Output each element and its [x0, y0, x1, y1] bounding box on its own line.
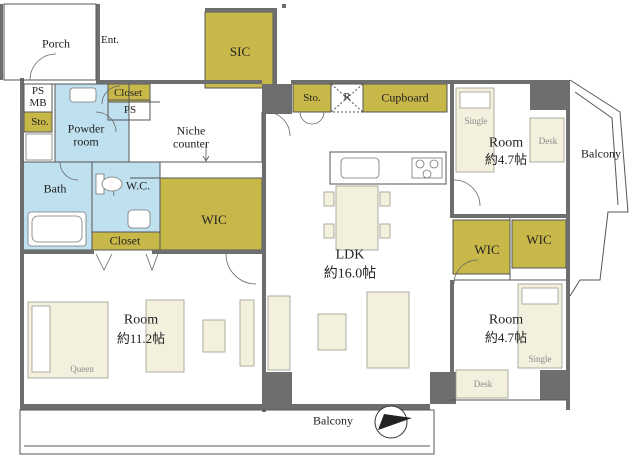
sto-center-area — [292, 83, 332, 113]
closet-top-label: Closet — [113, 86, 143, 99]
north-arrow-icon — [374, 405, 412, 439]
room-tr-size-label: 約4.7帖 — [484, 151, 528, 167]
niche-counter-label-2: counter — [173, 136, 209, 151]
room-br-size-label: 約4.7帖 — [484, 329, 528, 345]
ldk-label: LDK — [335, 247, 365, 263]
small-table-left — [202, 319, 226, 353]
wic-left-label: WIC — [201, 211, 227, 227]
porch-label: Porch — [42, 36, 70, 51]
r-label: R — [343, 90, 351, 103]
powder-room-label-2: room — [73, 134, 99, 149]
powder-room-label-1: Powder — [67, 121, 105, 136]
wic-right-label: WIC — [526, 231, 552, 247]
desk-tr — [529, 117, 565, 163]
wc-label: W.C. — [125, 178, 151, 193]
cupboard-label: Cupboard — [381, 90, 429, 105]
ldk-size-label: 約16.0帖 — [323, 266, 377, 282]
ent-label: Ent. — [100, 33, 120, 46]
walls — [0, 4, 570, 412]
desk-tr-label: Desk — [538, 136, 558, 147]
ps-mb-label-2: MB — [29, 96, 47, 109]
niche-counter-label-1: Niche — [176, 123, 206, 138]
fixtures — [25, 87, 443, 247]
ps-mb-label-1: PS — [31, 84, 45, 97]
wic-mid-label: WIC — [474, 241, 500, 257]
room-tr-label: Room — [488, 135, 524, 151]
sofa-left — [145, 299, 185, 373]
balcony-right-label: Balcony — [581, 146, 621, 161]
toilet-bowl — [101, 176, 123, 192]
sic-label: SIC — [229, 43, 251, 59]
wc-sink — [127, 209, 151, 229]
ps-label: PS — [123, 103, 137, 116]
tv-board-ldk — [267, 295, 291, 371]
closet-bottom-label: Closet — [109, 233, 141, 248]
sto-left-label: Sto. — [31, 115, 49, 128]
queen-label: Queen — [70, 364, 94, 375]
niche-counter-line — [162, 144, 262, 163]
bath-label: Bath — [43, 181, 67, 196]
desk-br-label: Desk — [473, 379, 493, 390]
sto-center-label: Sto. — [303, 91, 321, 104]
single-br-label: Single — [528, 354, 552, 365]
furniture — [27, 87, 565, 399]
door-swings — [29, 53, 481, 285]
balcony-bottom-label: Balcony — [313, 413, 353, 428]
tv-board-left — [239, 299, 255, 367]
room-left-size-label: 約11.2帖 — [116, 330, 166, 346]
washer — [25, 133, 53, 161]
room-br-label: Room — [488, 312, 524, 328]
wic-right-area — [511, 219, 567, 269]
kitchen-sink — [340, 157, 380, 179]
dining-table — [335, 185, 379, 251]
washbasin — [69, 87, 97, 103]
room-left-label: Room — [123, 312, 159, 328]
desk-br — [455, 369, 509, 399]
single-tr-label: Single — [464, 116, 488, 127]
sic-area — [204, 11, 274, 89]
sofa-ldk — [366, 291, 410, 369]
coffee-table — [317, 313, 347, 351]
interior-lines — [3, 3, 629, 455]
